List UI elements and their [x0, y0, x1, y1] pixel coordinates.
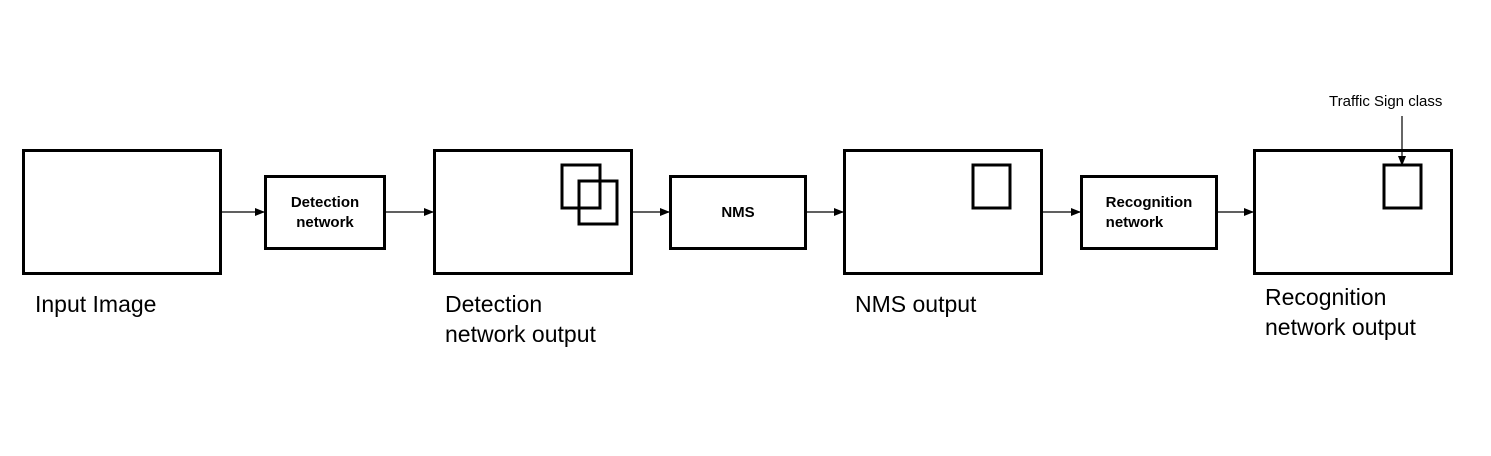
nms-bbox	[971, 163, 1012, 210]
detection-output-frame	[433, 149, 633, 275]
traffic-sign-class-annotation: Traffic Sign class	[1329, 93, 1442, 111]
detection-bbox-2	[577, 179, 619, 226]
detection-output-caption-line1: Detection	[445, 291, 543, 317]
recognition-output-caption-line1: Recognition	[1265, 284, 1387, 310]
traffic-sign-class-label: Traffic Sign class	[1329, 93, 1443, 110]
recognition-network-box: Recognition network	[1080, 175, 1218, 250]
recognition-network-label-line1: Recognition	[1105, 193, 1193, 211]
input-image-caption-text: Input Image	[35, 291, 157, 317]
nms-output-caption: NMS output	[855, 289, 976, 319]
nms-output-caption-text: NMS output	[855, 291, 977, 317]
detection-network-box: Detection network	[264, 175, 386, 250]
recognition-output-frame	[1253, 149, 1453, 275]
detection-network-label: Detection network	[291, 193, 359, 233]
nms-label-text: NMS	[721, 203, 755, 221]
detection-output-caption-line2: network output	[445, 321, 596, 347]
detection-bbox-1	[560, 163, 602, 210]
recognition-output-caption-line2: network output	[1265, 314, 1416, 340]
input-image-caption: Input Image	[35, 289, 156, 319]
input-image-frame	[22, 149, 222, 275]
recognition-bbox	[1382, 163, 1423, 210]
recognition-output-caption: Recognition network output	[1265, 282, 1416, 342]
detection-network-label-line1: Detection	[290, 193, 360, 211]
detection-network-label-line2: network	[296, 213, 354, 231]
nms-label: NMS	[721, 203, 754, 223]
detection-output-caption: Detection network output	[445, 289, 596, 349]
nms-box: NMS	[669, 175, 807, 250]
recognition-network-label: Recognition network	[1106, 193, 1193, 233]
recognition-network-label-line2: network	[1105, 213, 1164, 231]
